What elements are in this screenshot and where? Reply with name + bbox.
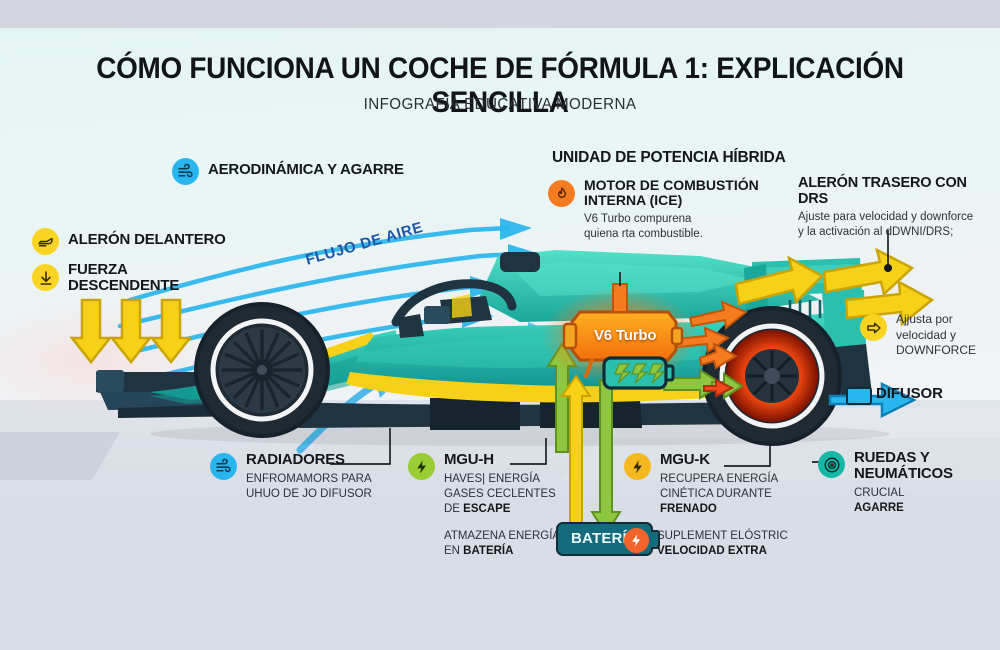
callout-aerodynamics[interactable]: AERODINÁMICA Y AGARRE (172, 158, 404, 185)
callout-mgu-k-body-line3: FRENADO (660, 502, 778, 517)
section-heading-power-unit: UNIDAD DE POTENCIA HÍBRIDA (552, 149, 786, 166)
wing-icon (32, 228, 59, 255)
callout-extra-speed-line2-bold: VELOCIDAD EXTRA (657, 544, 767, 557)
callout-rear-wing-body-line2: y la activación al dDWNI/DRS; (798, 226, 954, 239)
callout-mgu-h-note-line2-pre: EN (444, 544, 464, 557)
callout-mgu-k-body-line1: RECUPERA ENERGÍA (660, 473, 779, 486)
callout-radiators-body-line2: UHUO DE JO DIFUSOR (246, 488, 372, 501)
wind-icon (172, 158, 199, 185)
callout-mgu-k-label: MGU-K (660, 451, 710, 468)
callout-ice-label-line1: MOTOR DE COMBUSTIÓN (584, 177, 759, 193)
callout-mgu-k[interactable]: MGU-K RECUPERA ENERGÍA CINÉTICA DURANTE … (624, 451, 779, 517)
callout-mgu-k-body-line2: CINÉTICA DURANTE (660, 488, 772, 501)
callout-mgu-h-body-line3-pre: DE (444, 503, 464, 516)
callout-mgu-h[interactable]: MGU-H HAVES| ENERGÍA GASES CECLENTES DE … (408, 451, 561, 559)
callout-mgu-k-body-line3-bold: FRENADO (660, 503, 717, 516)
battery-label-text: BATERÍA (556, 522, 653, 556)
callout-drs-adjust-line3: DOWNFORCE (896, 343, 976, 358)
callout-mgu-h-note-line1: ATMAZENA ENERGÍA (444, 530, 561, 542)
arrow-right-icon (860, 314, 887, 341)
engine-badge-label: V6 Turbo (594, 327, 657, 344)
battery-cap-icon (650, 529, 660, 549)
callout-radiators-label: RADIADORES (246, 451, 345, 468)
callout-wheels-body-line2-bold: AGARRE (854, 502, 904, 515)
callout-downforce-label-line2: DESCENDENTE (68, 277, 180, 295)
callout-mgu-h-body-line3-bold: ESCAPE (463, 503, 511, 516)
callout-front-wing[interactable]: ALERÓN DELANTERO (32, 228, 226, 255)
callout-wheels-label-line2: NEUMÁTICOS (854, 465, 953, 483)
callout-radiators[interactable]: RADIADORES ENFROMAMORS PARA UHUO DE JO D… (210, 451, 372, 502)
arrow-down-icon (32, 264, 59, 291)
wind-icon (210, 453, 237, 480)
callout-mgu-h-note-line2: EN BATERÍA (444, 544, 560, 559)
callout-mgu-h-body-line3: DE ESCAPE (444, 502, 560, 517)
callout-wheels-body-line2: AGARRE (854, 501, 953, 516)
callout-drs-adjust-line1: Ajjusta por (896, 312, 953, 326)
letterbox-bar-top (0, 0, 1000, 28)
callout-front-wing-label: ALERÓN DELANTERO (68, 231, 226, 248)
callout-mgu-h-note-line2-bold: BATERÍA (463, 544, 514, 557)
callout-extra-speed-line1: SUPLEMENT ELÓSTRIC (657, 530, 788, 542)
callout-drs-adjust[interactable]: Ajjusta por velocidad y DOWNFORCE (860, 312, 976, 359)
callout-downforce[interactable]: FUERZA DESCENDENTE (32, 261, 180, 295)
callout-extra-speed[interactable]: SUPLEMENT ELÓSTRIC VELOCIDAD EXTRA (624, 528, 788, 559)
callout-mgu-h-body-line2: GASES CECLENTES (444, 488, 556, 501)
callout-ice[interactable]: MOTOR DE COMBUSTIÓN INTERNA (ICE) V6 Tur… (548, 177, 759, 242)
callout-diffuser-label: DIFUSOR (876, 385, 943, 402)
callout-rear-wing-label: ALERÓN TRASERO CON DRS (798, 175, 967, 207)
callout-ice-label-line2: INTERNA (ICE) (584, 192, 683, 209)
flame-icon (548, 180, 575, 207)
page-subtitle: INFOGRAFÍA EDUCATIVA MODERNA (363, 96, 637, 113)
bolt-icon (624, 453, 651, 480)
tire-icon (818, 451, 845, 478)
callout-mgu-h-label: MGU-H (444, 451, 494, 468)
page-title: CÓMO FUNCIONA UN COCHE DE FÓRMULA 1: EXP… (96, 52, 904, 119)
callout-wheels-body-line1: CRUCIAL (854, 487, 905, 500)
diffuser-swatch-icon (846, 387, 872, 405)
callout-downforce-label-line1: FUERZA (68, 261, 128, 278)
callout-wheels-tires[interactable]: RUEDAS Y NEUMÁTICOS CRUCIAL AGARRE (818, 449, 953, 516)
callout-ice-body-line2: quiena rta combustible. (584, 227, 703, 240)
bolt-icon (408, 453, 435, 480)
callout-wheels-label-line1: RUEDAS Y (854, 449, 930, 466)
callout-radiators-body-line1: ENFROMAMORS PARA (246, 473, 372, 486)
callout-rear-wing-drs[interactable]: ALERÓN TRASERO CON DRS Ajuste para veloc… (798, 175, 998, 240)
battery-label[interactable]: BATERÍA (556, 522, 660, 556)
callout-ice-body-line1: V6 Turbo compurena (584, 212, 692, 225)
bolt-flame-icon (624, 528, 649, 553)
callout-rear-wing-body-line1: Ajuste para velocidad y downforce (798, 211, 974, 224)
callout-aerodynamics-label: AERODINÁMICA Y AGARRE (208, 161, 404, 178)
callout-extra-speed-line2: VELOCIDAD EXTRA (657, 544, 788, 559)
callout-mgu-h-body-line1: HAVES| ENERGÍA (444, 473, 541, 486)
callout-drs-adjust-line2: velocidad y (896, 327, 957, 342)
